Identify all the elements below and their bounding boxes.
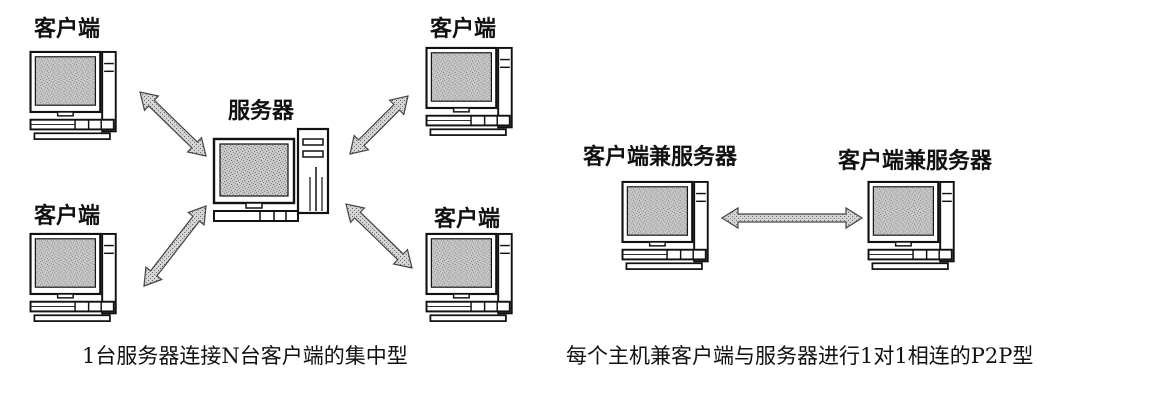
caption-p2p: 每个主机兼客户端与服务器进行1对1相连的P2P型 <box>566 344 1034 368</box>
label-server: 服务器 <box>228 98 295 124</box>
label-client-top-right: 客户端 <box>430 16 497 42</box>
connection-arrows <box>139 91 413 287</box>
arrow-server-top-right <box>349 95 409 155</box>
caption-centralized: 1台服务器连接N台客户端的集中型 <box>82 344 408 368</box>
label-client-bottom-left: 客户端 <box>34 203 101 229</box>
arrow-server-top-left <box>139 91 207 157</box>
server-computer <box>212 127 330 223</box>
client-computer-top-left <box>29 50 117 141</box>
label-peer-left: 客户端兼服务器 <box>583 144 738 170</box>
client-computer-bottom-right <box>425 232 513 323</box>
label-client-bottom-right: 客户端 <box>434 206 501 232</box>
label-peer-right: 客户端兼服务器 <box>838 148 993 174</box>
peer-computer-right <box>867 180 955 271</box>
client-computer-top-right <box>425 46 513 137</box>
arrow-server-bottom-left <box>143 205 207 287</box>
client-computer-bottom-left <box>29 232 117 323</box>
arrow-server-bottom-right <box>345 203 413 269</box>
label-client-top-left: 客户端 <box>34 16 101 42</box>
arrow-peer-to-peer <box>720 206 864 230</box>
peer-computer-left <box>621 180 709 271</box>
